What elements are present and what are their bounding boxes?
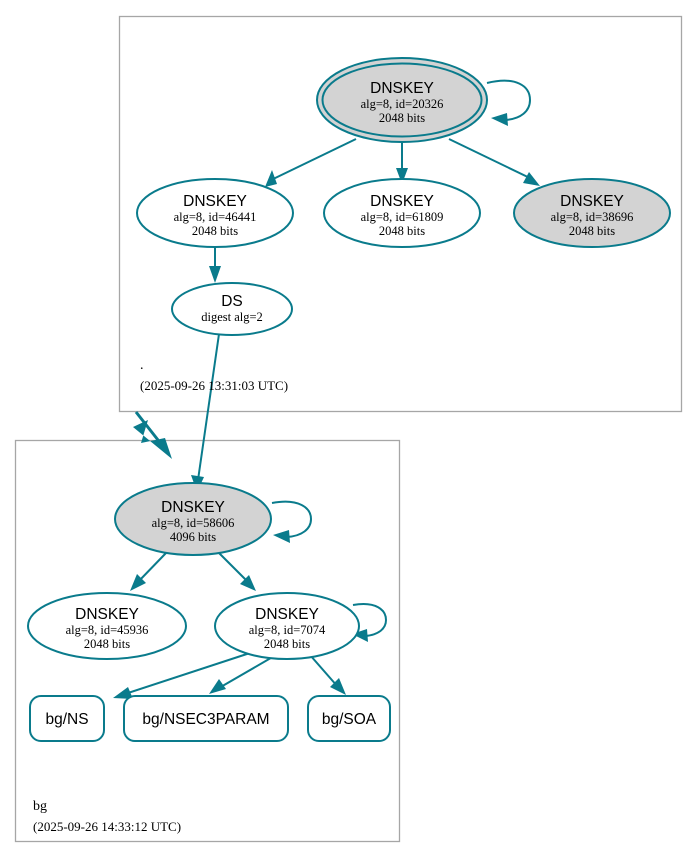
node-title: DNSKEY	[161, 499, 225, 516]
node-detail-size: 2048 bits	[569, 224, 615, 238]
edge-bg-ksk-to-zsk-45936	[130, 552, 167, 591]
node-title: DNSKEY	[560, 193, 624, 210]
node-inner-ring	[321, 62, 483, 138]
rrset-box	[307, 695, 391, 742]
zone-timestamp-bg: (2025-09-26 14:33:12 UTC)	[33, 819, 181, 834]
edge-bg-zsk-7074-to-ns	[113, 651, 254, 699]
edge-bg-zsk-7074-to-soa	[309, 654, 346, 695]
node-title: DNSKEY	[183, 193, 247, 210]
rrset-bg-ns[interactable]: bg/NS	[29, 695, 105, 742]
rrset-bg-soa[interactable]: bg/SOA	[307, 695, 391, 742]
edge-bg-ksk-to-zsk-7074	[218, 552, 256, 591]
node-detail-alg-id: alg=8, id=7074	[249, 623, 326, 637]
node-detail-size: 2048 bits	[264, 637, 310, 651]
node-ellipse	[513, 178, 671, 248]
node-bg-ksk-58606[interactable]: DNSKEY alg=8, id=58606 4096 bits	[114, 482, 272, 556]
node-ellipse	[27, 592, 187, 660]
node-root-zsk-38696[interactable]: DNSKEY alg=8, id=38696 2048 bits	[513, 178, 671, 248]
node-title: DNSKEY	[75, 606, 139, 623]
zone-timestamp-root: (2025-09-26 13:31:03 UTC)	[140, 378, 288, 393]
node-title: DS	[221, 293, 243, 310]
node-bg-zsk-45936[interactable]: DNSKEY alg=8, id=45936 2048 bits	[27, 592, 187, 660]
node-detail-alg-id: alg=8, id=45936	[66, 623, 149, 637]
node-root-zsk-46441[interactable]: DNSKEY alg=8, id=46441 2048 bits	[136, 178, 294, 248]
node-root-ds[interactable]: DS digest alg=2	[171, 282, 293, 336]
node-title: DNSKEY	[255, 606, 319, 623]
node-detail-alg-id: alg=8, id=38696	[551, 210, 634, 224]
zone-label-bg: bg	[33, 799, 47, 814]
rrset-bg-nsec3param[interactable]: bg/NSEC3PARAM	[123, 695, 289, 742]
zone-delegation-arrow	[133, 411, 172, 459]
edge-root-ksk-to-zsk-61809	[396, 142, 408, 184]
edge-root-ksk-to-zsk-46441	[265, 138, 357, 187]
node-detail-size: 2048 bits	[192, 224, 238, 238]
node-detail-size: 2048 bits	[379, 224, 425, 238]
rrset-label: bg/NSEC3PARAM	[142, 711, 269, 728]
node-detail-alg-id: alg=8, id=61809	[361, 210, 444, 224]
edge-bg-zsk-7074-to-nsec3param	[209, 654, 277, 694]
rrset-label: bg/SOA	[322, 711, 377, 728]
node-ellipse	[114, 482, 272, 556]
node-ellipse	[171, 282, 293, 336]
node-detail-digest: digest alg=2	[201, 310, 263, 324]
node-ellipse	[214, 592, 360, 660]
node-ellipse	[323, 178, 481, 248]
rrset-label: bg/NS	[45, 711, 88, 728]
node-title: DNSKEY	[370, 80, 434, 97]
node-detail-size: 2048 bits	[379, 111, 425, 125]
rrset-box	[123, 695, 289, 742]
edge-self-sign-root-ksk	[486, 79, 532, 126]
node-detail-alg-id: alg=8, id=58606	[152, 516, 235, 530]
rrset-box	[29, 695, 105, 742]
node-detail-alg-id: alg=8, id=46441	[174, 210, 257, 224]
edge-self-sign-bg-zsk-7074	[352, 603, 388, 642]
node-detail-size: 2048 bits	[84, 637, 130, 651]
node-root-zsk-61809[interactable]: DNSKEY alg=8, id=61809 2048 bits	[323, 178, 481, 248]
node-bg-zsk-7074[interactable]: DNSKEY alg=8, id=7074 2048 bits	[214, 592, 360, 660]
edge-root-zsk-46441-to-ds	[209, 246, 221, 283]
node-title: DNSKEY	[370, 193, 434, 210]
node-root-ksk-20326[interactable]: DNSKEY alg=8, id=20326 2048 bits	[316, 57, 488, 143]
edge-delegation-ds-to-bg-ksk	[191, 333, 220, 492]
edge-root-ksk-to-zsk-38696	[448, 138, 540, 186]
edge-self-sign-bg-ksk	[271, 500, 313, 543]
zone-label-root: .	[140, 358, 144, 373]
zone-cluster-root	[118, 15, 683, 413]
node-detail-size: 4096 bits	[170, 530, 216, 544]
zone-cluster-bg	[14, 439, 401, 843]
node-detail-alg-id: alg=8, id=20326	[361, 97, 444, 111]
node-ellipse	[136, 178, 294, 248]
